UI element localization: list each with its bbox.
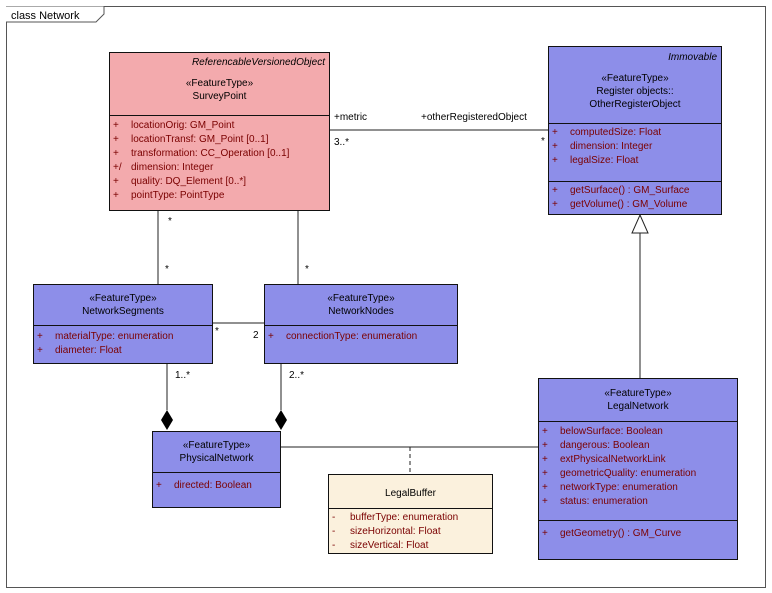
stereotype-label: «FeatureType» (327, 293, 395, 304)
attribute-row: -bufferType: enumeration (332, 512, 459, 523)
attribute-compartment: +directed: Boolean (153, 472, 280, 495)
multiplicity-label: * (215, 326, 219, 337)
composition-diamond-segments (161, 410, 173, 430)
class-legal-network[interactable]: «FeatureType» LegalNetwork +belowSurface… (538, 378, 738, 560)
stereotype-label: «FeatureType» (604, 388, 672, 399)
stereotype-label: «FeatureType» (185, 78, 254, 89)
class-name: LegalBuffer (385, 488, 436, 499)
attribute-row: +extPhysicalNetworkLink (542, 454, 666, 465)
role-label-metric: +metric (334, 112, 368, 123)
class-package-name: Register objects:: (596, 86, 674, 97)
class-name: NetworkSegments (82, 306, 164, 317)
attribute-row: -sizeHorizontal: Float (332, 526, 441, 537)
generalization-arrow (631, 213, 649, 234)
attribute-compartment: +materialType: enumeration +diameter: Fl… (34, 325, 212, 360)
attribute-row: +status: enumeration (542, 496, 648, 507)
multiplicity-label: 2..* (289, 370, 305, 381)
class-network-segments[interactable]: «FeatureType» NetworkSegments +materialT… (33, 284, 213, 364)
attribute-row: +connectionType: enumeration (268, 331, 418, 342)
attribute-row: +transformation: CC_Operation [0..1] (113, 148, 290, 159)
attribute-row: +dangerous: Boolean (542, 440, 650, 451)
attribute-row: +directed: Boolean (156, 480, 252, 491)
operation-row: +getVolume() : GM_Volume (552, 199, 688, 210)
multiplicity-label: * (305, 264, 309, 275)
attribute-compartment: +locationOrig: GM_Point +locationTransf:… (110, 115, 329, 205)
class-name: SurveyPoint (192, 91, 247, 102)
attribute-compartment: +belowSurface: Boolean +dangerous: Boole… (539, 421, 737, 511)
class-name: LegalNetwork (607, 401, 669, 412)
attribute-row: +networkType: enumeration (542, 482, 678, 493)
class-name: OtherRegisterObject (589, 99, 681, 110)
attribute-row: +/dimension: Integer (113, 162, 214, 173)
class-survey-point[interactable]: ReferencableVersionedObject «FeatureType… (109, 52, 330, 211)
operation-row: +getGeometry() : GM_Curve (542, 528, 682, 539)
attribute-row: +geometricQuality: enumeration (542, 468, 697, 479)
multiplicity-label: * (168, 216, 172, 227)
stereotype-label: «FeatureType» (601, 73, 669, 84)
attribute-row: +belowSurface: Boolean (542, 426, 663, 437)
attribute-row: +quality: DQ_Element [0..*] (113, 176, 247, 187)
class-other-register-object[interactable]: Immovable «FeatureType» Register objects… (548, 46, 722, 215)
multiplicity-label: * (165, 264, 169, 275)
class-name: PhysicalNetwork (179, 453, 254, 464)
attribute-row: +locationTransf: GM_Point [0..1] (113, 134, 269, 145)
role-label-other-registered: +otherRegisteredObject (421, 112, 527, 123)
multiplicity-label: 2 (253, 330, 259, 341)
multiplicity-label: 1..* (175, 370, 191, 381)
frame-tab (6, 6, 105, 23)
operation-compartment: +getSurface() : GM_Surface +getVolume() … (549, 181, 721, 214)
multiplicity-label: * (541, 136, 545, 147)
abstract-label: Immovable (668, 52, 717, 63)
class-name: NetworkNodes (328, 306, 394, 317)
attribute-compartment: +connectionType: enumeration (265, 325, 457, 346)
class-legal-buffer[interactable]: LegalBuffer -bufferType: enumeration -si… (328, 474, 493, 554)
diagram-frame (6, 6, 766, 588)
class-physical-network[interactable]: «FeatureType» PhysicalNetwork +directed:… (152, 431, 281, 508)
abstract-label: ReferencableVersionedObject (191, 57, 325, 68)
stereotype-label: «FeatureType» (182, 440, 251, 451)
attribute-row: -sizeVertical: Float (332, 540, 429, 551)
operation-row: +getSurface() : GM_Surface (552, 185, 690, 196)
attribute-row: +locationOrig: GM_Point (113, 120, 235, 131)
multiplicity-label: 3..* (334, 137, 350, 148)
class-network-nodes[interactable]: «FeatureType» NetworkNodes +connectionTy… (264, 284, 458, 364)
attribute-row: +materialType: enumeration (37, 331, 174, 342)
attribute-compartment: +computedSize: Float +dimension: Integer… (549, 123, 721, 170)
operation-compartment: +getGeometry() : GM_Curve (539, 520, 737, 543)
attribute-row: +diameter: Float (37, 345, 122, 356)
attribute-row: +computedSize: Float (552, 127, 662, 138)
stereotype-label: «FeatureType» (89, 293, 157, 304)
attribute-row: +legalSize: Float (552, 155, 639, 166)
attribute-compartment: -bufferType: enumeration -sizeHorizontal… (329, 508, 492, 555)
frame-title: class Network (11, 10, 80, 22)
attribute-row: +pointType: PointType (113, 190, 225, 201)
composition-diamond-nodes (275, 410, 287, 430)
attribute-row: +dimension: Integer (552, 141, 653, 152)
